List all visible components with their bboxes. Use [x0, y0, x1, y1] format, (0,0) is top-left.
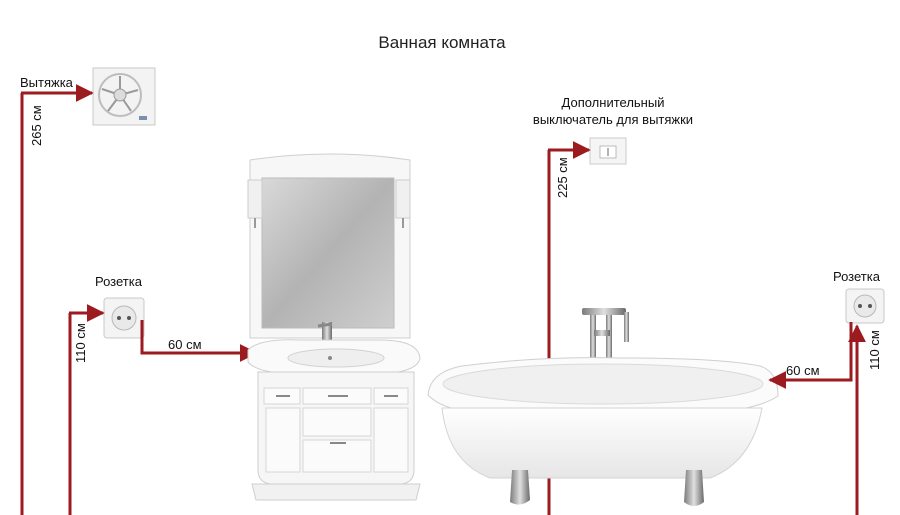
socket-right-label: Розетка: [833, 269, 881, 284]
socket-right-wire: [768, 322, 866, 515]
vanity-cabinet: [247, 153, 421, 501]
socket-left-wire: [68, 304, 258, 515]
socket-left-label: Розетка: [95, 274, 143, 289]
switch-icon: [589, 137, 627, 165]
socket-right-height-label: 110 см: [867, 330, 882, 370]
exhaust-fan-icon: [92, 67, 156, 126]
fan-label: Вытяжка: [20, 75, 74, 90]
switch-label-line1: Дополнительный: [562, 95, 665, 110]
switch-height-label: 225 см: [555, 157, 570, 198]
page-title: Ванная комната: [378, 33, 506, 52]
switch-label-line2: выключатель для вытяжки: [533, 112, 693, 127]
bathtub: [427, 308, 779, 506]
mirror: [261, 177, 395, 329]
socket-right-distance-label: 60 см: [786, 363, 820, 378]
socket-left-distance-label: 60 см: [168, 337, 202, 352]
socket-icon: [103, 297, 145, 339]
socket-icon: [845, 288, 885, 324]
socket-left-height-label: 110 см: [73, 323, 88, 363]
fan-wire: [20, 84, 94, 515]
fan-height-label: 265 см: [29, 105, 44, 146]
